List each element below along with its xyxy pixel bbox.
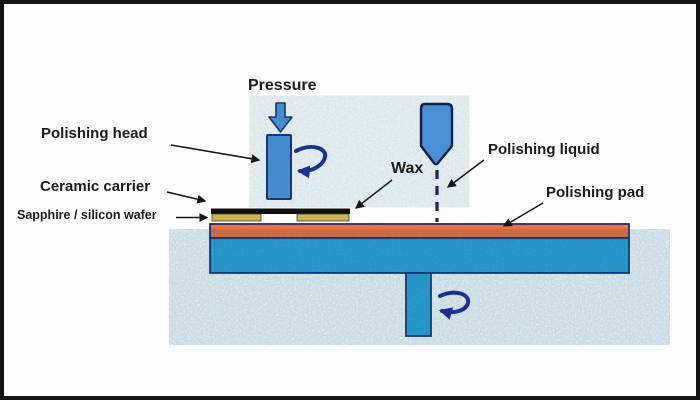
pressure-down-arrow-icon (268, 102, 293, 133)
label-polishing-liquid: Polishing liquid (488, 141, 600, 158)
wax-pointer-arrow (354, 179, 393, 209)
polishing-pad-shape (209, 223, 630, 239)
platen-texture (211, 239, 628, 335)
label-sapphire-silicon-wafer: Sapphire / silicon wafer (17, 208, 157, 222)
polishing-head-pointer-arrow (170, 144, 261, 164)
platen-rotation-arrow-icon (438, 290, 471, 320)
wafer-right-shape (296, 213, 350, 222)
liquid-nozzle-shape (419, 102, 454, 166)
label-pressure: Pressure (248, 77, 317, 94)
ceramic-carrier-pointer-arrow (166, 191, 207, 204)
head-rotation-arrow-icon (294, 145, 328, 179)
wafer-left-shape (211, 213, 262, 222)
ceramic-carrier-shape (211, 208, 350, 214)
label-polishing-head: Polishing head (41, 125, 148, 142)
label-polishing-pad: Polishing pad (546, 184, 645, 201)
label-wax: Wax (391, 160, 424, 177)
polishing-liquid-pointer-arrow (446, 159, 485, 188)
label-ceramic-carrier: Ceramic carrier (40, 178, 151, 195)
polishing-pad-pointer-arrow (502, 202, 544, 227)
diagram-canvas (166, 102, 630, 337)
